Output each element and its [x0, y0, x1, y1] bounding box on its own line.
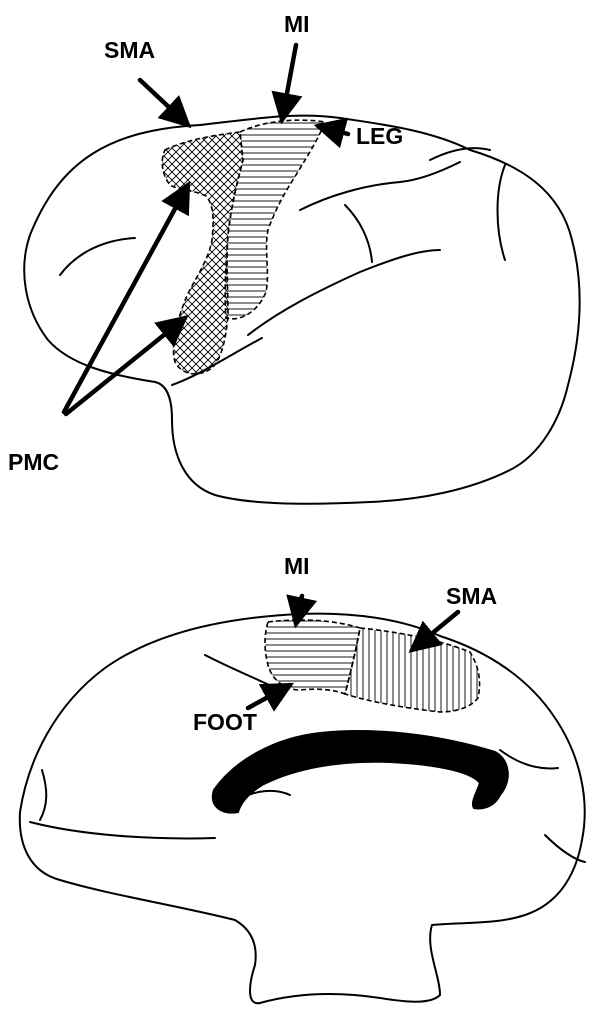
lateral-brain-outline [24, 116, 579, 504]
lateral-brain-view [24, 116, 579, 504]
label-sma-lateral: SMA [104, 37, 155, 63]
medial-brain-view [20, 614, 585, 1004]
arrow-sma-lateral [140, 80, 188, 125]
medial-mi-foot-region [265, 620, 360, 694]
label-mi-lateral: MI [284, 11, 310, 37]
label-foot: FOOT [193, 709, 257, 735]
medial-sma-region [345, 628, 480, 712]
label-pmc: PMC [8, 449, 59, 475]
label-mi-medial: MI [284, 553, 310, 579]
label-sma-medial: SMA [446, 583, 497, 609]
label-leg: LEG [356, 123, 403, 149]
arrow-mi-lateral [282, 45, 296, 120]
